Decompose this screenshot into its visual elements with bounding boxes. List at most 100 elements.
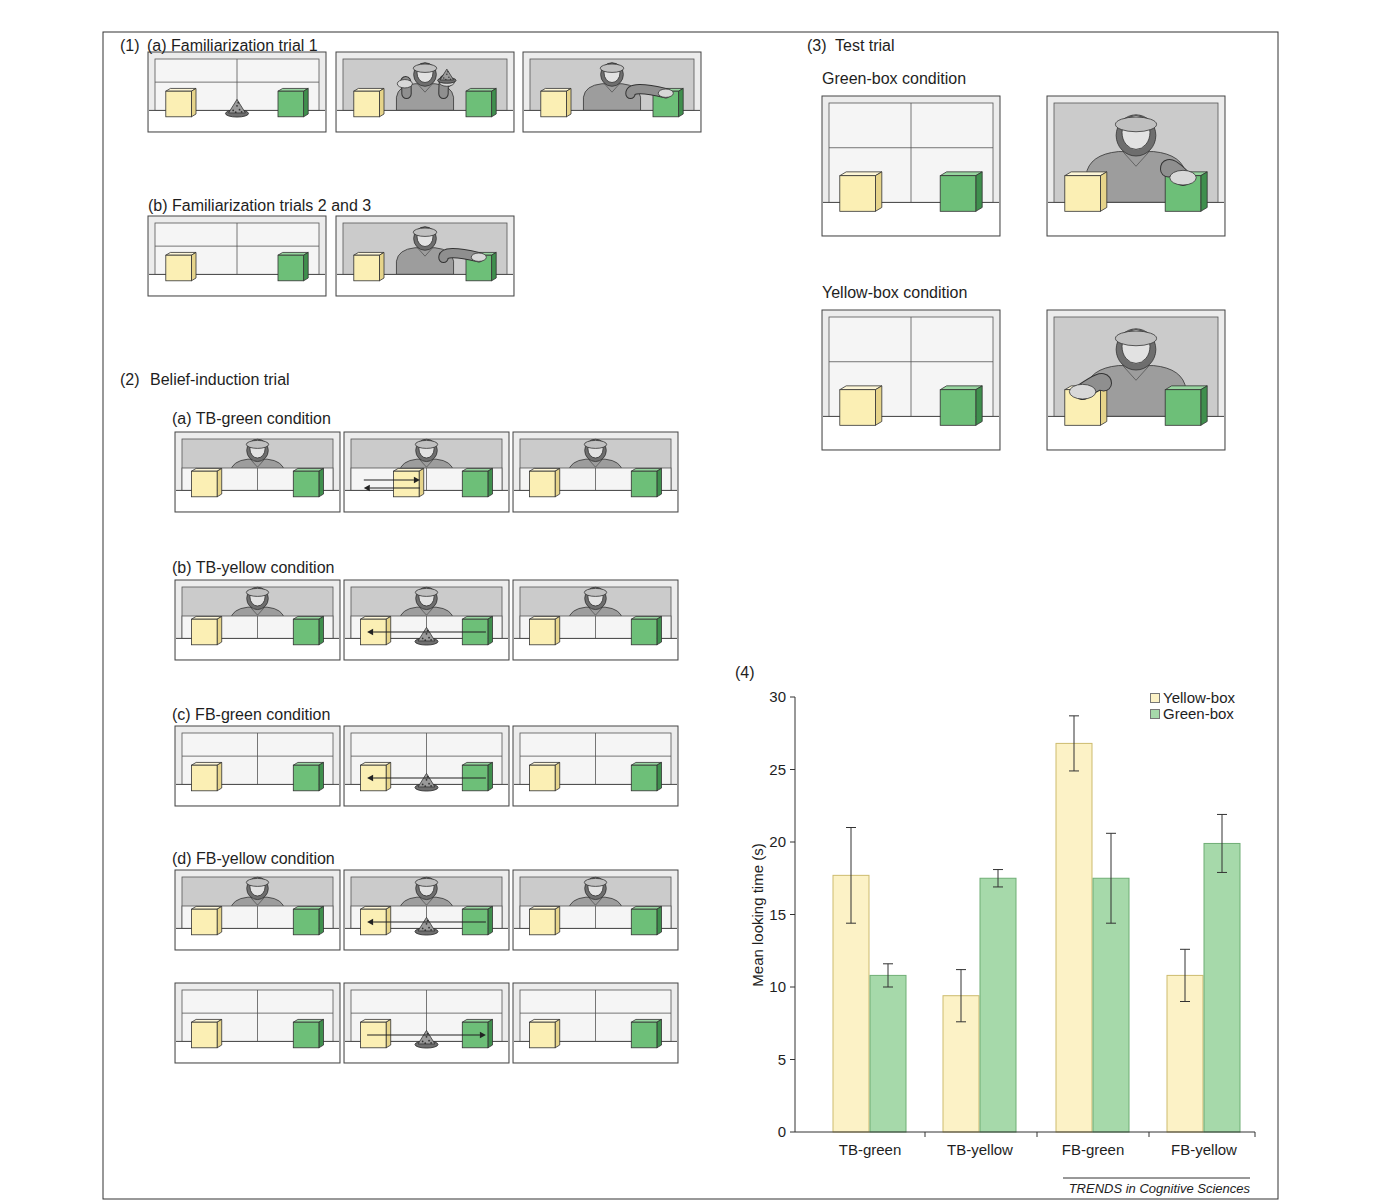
green-box-top: [940, 172, 982, 176]
yellow-box-top: [840, 386, 882, 390]
green-box: [631, 619, 657, 645]
food-dot: [430, 785, 432, 787]
scene-frame: [175, 870, 340, 950]
condition-heading: (a) TB-green condition: [172, 410, 331, 428]
error-cap: [846, 923, 856, 924]
food-dot: [422, 1041, 424, 1043]
panel-heading: (b) Familiarization trials 2 and 3: [148, 197, 371, 215]
screen-seam: [237, 223, 238, 274]
scene-panel: [175, 983, 340, 1063]
green-box-side: [657, 762, 662, 790]
food-dot: [443, 77, 444, 78]
scene-frame: [175, 432, 340, 512]
green-box-side: [319, 762, 324, 790]
food-dot: [232, 110, 234, 112]
green-box: [293, 765, 319, 791]
person-visor: [246, 878, 268, 886]
error-cap: [993, 869, 1003, 870]
screen-seam: [911, 317, 912, 416]
person-visor: [584, 588, 606, 596]
category-label: TB-green: [839, 1141, 902, 1158]
food-dot: [424, 929, 426, 931]
person-hair: [585, 439, 607, 461]
food-dot: [426, 1036, 428, 1038]
legend-text: Yellow-box: [1163, 690, 1235, 707]
food-dot: [447, 71, 448, 72]
axis-tick-label: 0: [778, 1123, 786, 1140]
scene-panel: [344, 726, 509, 806]
scene-panel: [344, 870, 509, 950]
axis-tick-label: 30: [769, 688, 786, 705]
green-box: [293, 1022, 319, 1048]
scene-frame: [175, 580, 340, 660]
arrowhead: [367, 775, 373, 781]
food-dot: [236, 105, 238, 107]
arrowhead: [367, 919, 373, 925]
green-box-side: [657, 616, 662, 644]
screen-seam: [351, 756, 502, 757]
food-pile: [418, 1030, 435, 1044]
person-visor: [413, 64, 437, 72]
scene-frame: [513, 432, 678, 512]
scene-panel: [148, 216, 326, 296]
error-cap: [1106, 923, 1116, 924]
food-dot: [448, 77, 449, 78]
yellow-box-side: [379, 88, 384, 116]
person-hair: [416, 877, 438, 899]
scene-panel: [175, 580, 340, 660]
person-hand: [1170, 170, 1196, 185]
screen-seam: [595, 990, 596, 1041]
person-visor: [1115, 331, 1156, 346]
green-box-side: [492, 88, 497, 116]
food-dot: [427, 776, 429, 778]
yellow-box-side: [1100, 386, 1106, 425]
yellow-box: [394, 471, 420, 497]
person-hair: [414, 227, 437, 251]
food-dot: [427, 1033, 429, 1035]
scene-panel: [148, 52, 326, 132]
bar: [1204, 843, 1240, 1132]
screen-seam: [257, 990, 258, 1041]
green-box-top: [940, 386, 982, 390]
panel-heading: Belief-induction trial: [150, 371, 290, 389]
scene-frame: [148, 216, 326, 296]
scene-panel: [513, 432, 678, 512]
green-box: [278, 255, 304, 281]
green-box: [293, 471, 319, 497]
axis-title: Mean looking time (s): [749, 843, 766, 986]
yellow-box-side: [379, 252, 384, 280]
food-dot: [239, 109, 241, 111]
yellow-box: [166, 255, 192, 281]
legend-swatch: [1150, 709, 1160, 719]
food-dot: [446, 74, 447, 75]
green-box-side: [488, 616, 493, 644]
person-visor: [584, 878, 606, 886]
screen-seam: [911, 103, 912, 202]
scene-frame: [336, 216, 514, 296]
axis-tick-label: 5: [778, 1051, 786, 1068]
motion-arrow: [367, 1034, 480, 1035]
yellow-box-side: [191, 252, 196, 280]
panel-number: (3): [807, 37, 827, 55]
axis-tick-label: 25: [769, 761, 786, 778]
food-dot: [426, 779, 428, 781]
error-bar: [961, 970, 962, 1022]
yellow-box: [166, 91, 192, 117]
yellow-box: [530, 1022, 556, 1048]
yellow-box-side: [217, 762, 222, 790]
green-box-side: [657, 468, 662, 496]
yellow-box-top: [1065, 172, 1107, 176]
error-cap: [883, 963, 893, 964]
person-hair: [247, 877, 269, 899]
category-label: FB-green: [1062, 1141, 1125, 1158]
person-visor: [415, 878, 437, 886]
food-pile: [418, 773, 435, 787]
food-dot: [424, 785, 426, 787]
condition-heading: (b) TB-yellow condition: [172, 559, 334, 577]
food-dot: [445, 79, 446, 80]
axis-tick-label: 20: [769, 833, 786, 850]
x-axis: [795, 1132, 1255, 1133]
food-dot: [237, 102, 239, 104]
green-box: [631, 1022, 657, 1048]
